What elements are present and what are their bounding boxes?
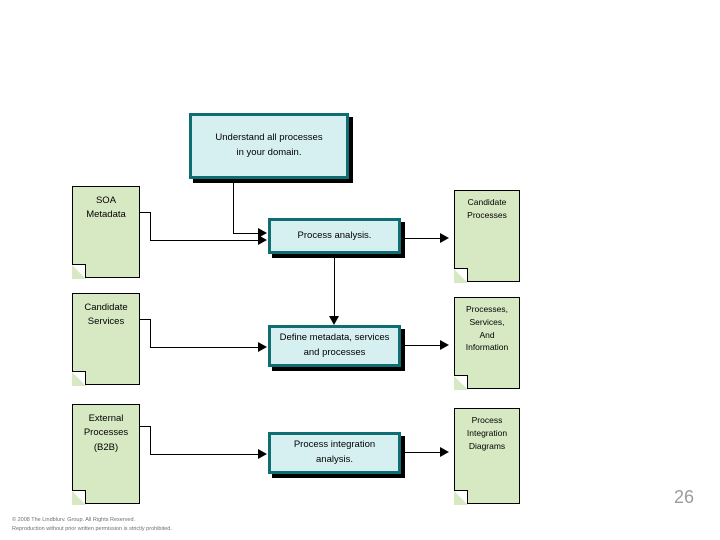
- document-candidate-services-line1: Candidate: [84, 302, 128, 313]
- document-process-integration-diagrams-label: Process Integration Diagrams: [454, 414, 520, 452]
- document-processes-services-information-line1: Processes,: [465, 304, 509, 314]
- document-candidate-processes-body: [454, 190, 520, 282]
- document-soa-metadata-label: SOA Metadata: [72, 194, 140, 223]
- process-box-define-metadata[interactable]: Define metadata, services and processes: [268, 325, 401, 367]
- document-soa-metadata[interactable]: SOA Metadata: [72, 186, 140, 279]
- folded-corner-icon: [72, 264, 86, 279]
- document-candidate-services[interactable]: Candidate Services: [72, 293, 140, 386]
- document-external-processes-body: [72, 404, 140, 504]
- document-process-integration-diagrams[interactable]: Process Integration Diagrams: [454, 408, 520, 505]
- process-box-define-metadata-line2: and processes: [303, 347, 366, 358]
- connector-external-processes-vertical: [150, 426, 151, 454]
- connector-soa-metadata-vertical: [150, 212, 151, 240]
- process-box-define-metadata-label: Define metadata, services and processes: [280, 331, 390, 360]
- connector-external-processes-arrowhead-icon: [258, 449, 267, 459]
- document-soa-metadata-line2: Metadata: [86, 209, 126, 221]
- process-box-understand[interactable]: Understand all processes in your domain.: [189, 113, 349, 179]
- connector-soa-metadata-horizontal: [150, 240, 263, 241]
- footer-line-1: © 2008 The Lindblurv. Group. All Rights …: [12, 516, 136, 523]
- page-number: 26: [673, 487, 694, 507]
- document-processes-services-information[interactable]: Processes, Services, And Information: [454, 297, 520, 390]
- document-process-integration-diagrams-line2: Integration: [466, 427, 508, 438]
- process-box-process-analysis[interactable]: Process analysis.: [268, 218, 401, 254]
- connector-process-analysis-down-arrowhead-icon: [329, 316, 339, 325]
- document-external-processes-line2: Processes: [83, 427, 129, 439]
- folded-corner-icon: [454, 375, 468, 390]
- document-external-processes-line3: (B2B): [93, 441, 119, 453]
- connector-external-processes-top: [140, 426, 150, 427]
- document-external-processes-line1: External: [88, 413, 124, 424]
- process-box-process-analysis-label: Process analysis.: [297, 229, 372, 241]
- document-candidate-services-body: [72, 293, 140, 385]
- process-box-define-metadata-line1: Define metadata, services: [279, 332, 390, 344]
- connector-candidate-services-arrowhead-icon: [258, 342, 267, 352]
- document-candidate-services-label: Candidate Services: [72, 301, 140, 330]
- connector-understand-horizontal: [233, 233, 263, 234]
- document-external-processes[interactable]: External Processes (B2B): [72, 404, 140, 505]
- connector-process-analysis-arrowhead-icon: [440, 233, 449, 243]
- connector-soa-metadata-arrowhead-icon: [258, 235, 267, 245]
- document-soa-metadata-line1: SOA: [95, 195, 117, 206]
- document-processes-services-information-line2: Services,: [469, 316, 505, 327]
- connector-candidate-services-top: [140, 319, 150, 320]
- process-box-understand-line1: Understand all processes: [215, 132, 323, 144]
- footer-copyright: © 2008 The Lindblurv. Group. All Rights …: [12, 516, 172, 534]
- document-candidate-processes-label: Candidate Processes: [454, 196, 520, 222]
- process-box-process-integration-line2: analysis.: [316, 454, 353, 465]
- folded-corner-icon: [454, 490, 468, 505]
- process-box-process-integration-label: Process integration analysis.: [294, 438, 375, 467]
- document-candidate-processes-line1: Candidate: [467, 197, 507, 207]
- document-process-integration-diagrams-line3: Diagrams: [468, 440, 506, 451]
- folded-corner-icon: [454, 268, 468, 283]
- document-candidate-services-line2: Services: [87, 316, 125, 328]
- document-processes-services-information-line3: And: [479, 329, 495, 340]
- connector-define-metadata-out: [404, 345, 443, 346]
- connector-candidate-services-horizontal: [150, 347, 263, 348]
- connector-define-metadata-arrowhead-icon: [440, 340, 449, 350]
- connector-understand-vertical: [233, 179, 234, 233]
- document-external-processes-label: External Processes (B2B): [72, 412, 140, 455]
- document-processes-services-information-line4: Information: [465, 342, 509, 353]
- connector-external-processes-horizontal: [150, 454, 263, 455]
- connector-candidate-services-vertical: [150, 319, 151, 347]
- footer-line-2: Reproduction without prior written permi…: [12, 525, 172, 532]
- connector-soa-metadata-top: [140, 212, 150, 213]
- folded-corner-icon: [72, 490, 86, 505]
- process-box-process-integration-line1: Process integration: [293, 439, 376, 451]
- document-processes-services-information-label: Processes, Services, And Information: [454, 303, 520, 354]
- document-candidate-processes[interactable]: Candidate Processes: [454, 190, 520, 283]
- connector-understand-arrowhead-icon: [258, 228, 267, 238]
- connector-process-integration-out: [404, 452, 443, 453]
- connector-process-analysis-down: [334, 254, 335, 318]
- process-box-process-integration[interactable]: Process integration analysis.: [268, 432, 401, 474]
- process-box-understand-line2: in your domain.: [236, 147, 302, 158]
- document-soa-metadata-body: [72, 186, 140, 278]
- folded-corner-icon: [72, 371, 86, 386]
- document-candidate-processes-line2: Processes: [467, 209, 507, 220]
- document-process-integration-diagrams-line1: Process: [471, 415, 503, 425]
- connector-process-analysis-out: [404, 238, 443, 239]
- connector-process-integration-arrowhead-icon: [440, 447, 449, 457]
- document-process-integration-diagrams-body: [454, 408, 520, 504]
- document-processes-services-information-body: [454, 297, 520, 389]
- process-box-understand-label: Understand all processes in your domain.: [215, 131, 322, 160]
